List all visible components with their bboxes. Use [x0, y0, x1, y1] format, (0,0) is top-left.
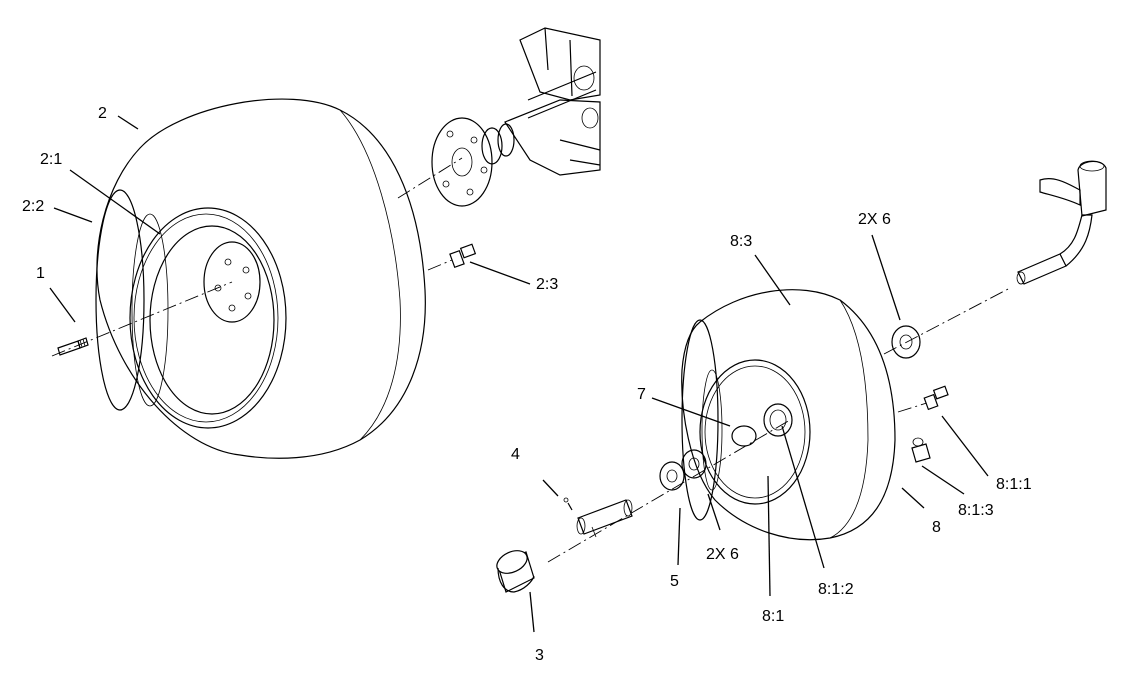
caster-fork-pin — [1016, 160, 1107, 285]
right-tire — [681, 289, 896, 541]
callout-2-1: 2:1 — [40, 151, 63, 168]
hub-flange — [431, 117, 515, 207]
left-axle-line — [51, 157, 463, 357]
callout-3: 3 — [535, 647, 544, 664]
callout-4: 4 — [511, 446, 520, 463]
callout-5: 5 — [670, 573, 679, 590]
callout-1: 1 — [36, 265, 45, 282]
valve-stem-8-1-1 — [923, 385, 949, 411]
left-wheel-rim — [129, 207, 287, 429]
right-axle-line — [547, 287, 1011, 563]
callout-2: 2 — [98, 105, 107, 122]
callout-2x6-top: 2X 6 — [858, 211, 891, 228]
bolt-1 — [57, 337, 89, 356]
callout-8-1: 8:1 — [762, 608, 785, 625]
cap-3 — [496, 550, 535, 593]
callout-8-1-1: 8:1:1 — [996, 476, 1032, 493]
frame-spindle — [504, 27, 601, 176]
washer-6-bottom — [681, 449, 707, 479]
washer-6-top — [891, 325, 921, 359]
cotter-pin-4 — [563, 497, 573, 511]
axle-pin-shaft — [576, 499, 633, 538]
callout-7: 7 — [637, 386, 646, 403]
callout-2-2: 2:2 — [22, 198, 45, 215]
callout-8-1-2: 8:1:2 — [818, 581, 854, 598]
callout-8-1-3: 8:1:3 — [958, 502, 994, 519]
leader-lines — [49, 115, 989, 633]
left-tire — [95, 98, 426, 459]
grease-fitting-8-1-3 — [911, 437, 931, 463]
valve-stem-2-3 — [427, 243, 477, 271]
callout-2-3: 2:3 — [536, 276, 559, 293]
callout-8-3: 8:3 — [730, 233, 753, 250]
callout-2x6-bottom: 2X 6 — [706, 546, 739, 563]
callout-8: 8 — [932, 519, 941, 536]
right-wheel-rim — [699, 359, 811, 505]
washer-5 — [659, 461, 685, 491]
